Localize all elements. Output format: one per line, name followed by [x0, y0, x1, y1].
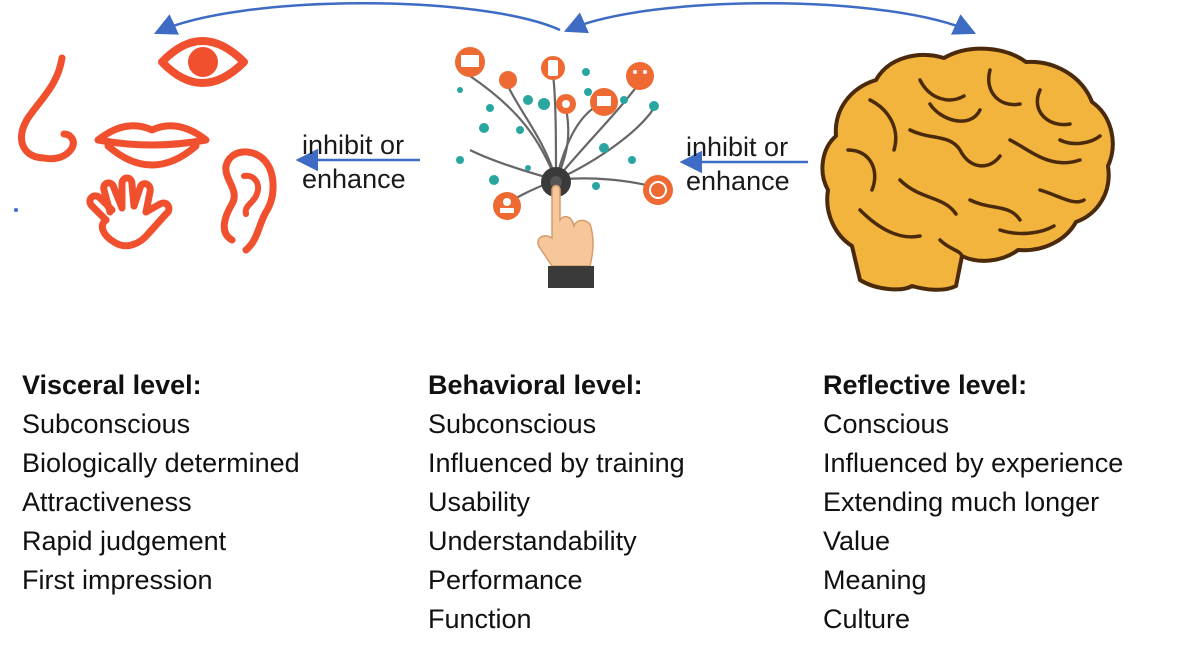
hand-icon — [86, 174, 173, 250]
list-item: Influenced by experience — [823, 448, 1124, 478]
brain-icon — [820, 46, 1115, 292]
list-item: Value — [823, 526, 891, 556]
list-item: Usability — [428, 487, 531, 517]
behavioral-level-title: Behavioral level: — [428, 370, 643, 400]
right-arrow-label-line2: enhance — [686, 166, 790, 196]
left-arrow-label-line2: enhance — [302, 164, 406, 194]
reflective-level-title: Reflective level: — [823, 370, 1028, 400]
list-item: Function — [428, 604, 532, 634]
list-item: Subconscious — [428, 409, 597, 439]
list-item: Meaning — [823, 565, 927, 595]
list-item: Influenced by training — [428, 448, 685, 478]
reflective-level-column: Reflective level: Conscious Influenced b… — [823, 366, 1123, 639]
list-item: Biologically determined — [22, 448, 300, 478]
list-item: Culture — [823, 604, 911, 634]
right-arrow-label-line1: inhibit or — [686, 132, 789, 162]
reflective-level-list: Conscious Influenced by experience Exten… — [823, 405, 1123, 639]
list-item: Performance — [428, 565, 583, 595]
behavioral-level-column: Behavioral level: Subconscious Influence… — [428, 366, 685, 639]
list-item: Understandability — [428, 526, 637, 556]
behavioral-level-list: Subconscious Influenced by training Usab… — [428, 405, 685, 639]
right-arrow-label: inhibit or enhance — [686, 130, 790, 198]
list-item: Attractiveness — [22, 487, 192, 517]
list-item: Extending much longer — [823, 487, 1100, 517]
senses-group — [14, 37, 277, 254]
nose-icon — [17, 54, 77, 163]
ear-icon — [220, 148, 277, 254]
illustration — [14, 2, 1115, 292]
arc-arrow-left — [153, 2, 561, 35]
left-arrow-label-line1: inhibit or — [302, 130, 405, 160]
visceral-level-title: Visceral level: — [22, 370, 202, 400]
mouth-icon — [94, 122, 210, 169]
visceral-level-list: Subconscious Biologically determined Att… — [22, 405, 300, 600]
list-item: First impression — [22, 565, 213, 595]
top-arc-arrows — [153, 2, 977, 35]
list-item: Conscious — [823, 409, 950, 439]
arc-arrow-right — [563, 2, 977, 35]
left-arrow-label: inhibit or enhance — [302, 128, 406, 196]
list-item: Rapid judgement — [22, 526, 227, 556]
list-item: Subconscious — [22, 409, 191, 439]
visceral-level-column: Visceral level: Subconscious Biologicall… — [22, 366, 300, 600]
eye-icon — [158, 37, 248, 87]
network-touch-icon — [455, 47, 673, 288]
